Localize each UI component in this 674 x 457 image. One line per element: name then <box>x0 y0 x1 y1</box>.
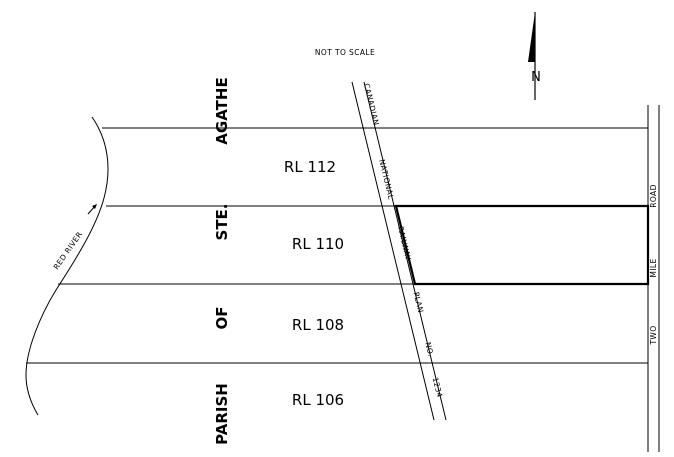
parish-word-of: OF <box>213 307 231 330</box>
not-to-scale-note: NOT TO SCALE <box>315 48 375 57</box>
lot-label-rl-112: RL 112 <box>284 158 336 176</box>
parish-word-agathe: AGATHE <box>213 77 231 144</box>
lot-label-rl-108: RL 108 <box>292 316 344 334</box>
north-arrow-label: N <box>531 70 541 85</box>
parish-word-ste: STE. <box>213 204 231 241</box>
subject-parcel-outline <box>394 204 650 286</box>
north-arrow-icon: N <box>528 12 541 100</box>
railway-word-1234: 1234 <box>431 376 445 398</box>
parish-word-parish: PARISH <box>213 383 231 445</box>
railway-word-plan: PLAN <box>412 291 426 314</box>
river-flow-arrowhead-icon <box>92 204 97 209</box>
road-word-road: ROAD <box>649 184 658 208</box>
railway-line <box>351 81 447 421</box>
road-word-mile: MILE <box>649 258 658 277</box>
railway-word-national: NATIONAL <box>377 158 395 200</box>
river-label: RED RIVER <box>52 230 85 271</box>
railway-word-railway: RAILWAY <box>396 225 413 261</box>
lot-label-rl-110: RL 110 <box>292 235 344 253</box>
railway-word-no: NO. <box>423 341 435 357</box>
road-word-two: TWO <box>649 325 658 345</box>
lot-label-rl-106: RL 106 <box>292 391 344 409</box>
red-river-line <box>25 116 109 416</box>
railway-word-canadian: CANADIAN <box>362 82 381 126</box>
